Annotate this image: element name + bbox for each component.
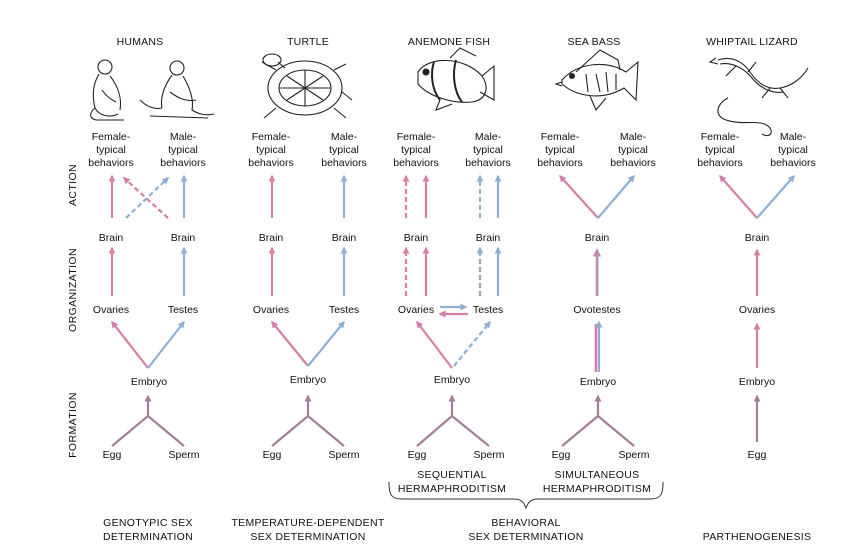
arrow-48 — [719, 174, 758, 219]
stage-label-organization: ORGANIZATION — [67, 248, 79, 332]
ovaries-label-turtle: Ovaries — [253, 304, 289, 316]
egg-label-turtle: Egg — [263, 449, 282, 461]
sperm-label-humans: Sperm — [169, 449, 200, 461]
category-parthenogenesis: PARTHENOGENESIS — [703, 531, 812, 543]
testes-label-anemone: Testes — [473, 304, 503, 316]
ovaries-label-anemone: Ovaries — [398, 304, 434, 316]
species-header-whiptail-lizard: WHIPTAIL LIZARD — [706, 36, 798, 48]
gonad-labels: Ovaries Testes Ovaries Testes Ovaries Te… — [93, 304, 775, 316]
arrow-37 — [597, 415, 635, 447]
species-header-anemone-fish: ANEMONE FISH — [408, 36, 490, 48]
egg-label-humans: Egg — [103, 449, 122, 461]
embryo-labels: Embryo Embryo Embryo Embryo Embryo — [131, 374, 775, 388]
egg-label-sea-bass: Egg — [552, 449, 571, 461]
gamete-labels: Egg Sperm Egg Sperm Egg Sperm Egg Sperm … — [103, 449, 767, 461]
brain-label-turtle-male: Brain — [332, 232, 357, 244]
brain-label-whiptail: Brain — [745, 232, 770, 244]
brain-label-anemone-female: Brain — [404, 232, 429, 244]
species-header-humans: HUMANS — [117, 36, 164, 48]
arrow-43 — [559, 174, 599, 219]
egg-label-whiptail: Egg — [748, 449, 767, 461]
arrow-22 — [451, 415, 490, 447]
arrow-16 — [307, 320, 345, 367]
sea-bass-illustration — [554, 49, 639, 112]
arrow-24 — [416, 320, 453, 369]
arrow-49 — [756, 174, 795, 219]
brain-label-anemone-male: Brain — [476, 232, 501, 244]
arrow-44 — [597, 174, 635, 219]
brain-labels: Brain Brain Brain Brain Brain Brain Brai… — [99, 232, 770, 244]
embryo-label-turtle: Embryo — [290, 374, 326, 386]
stage-label-formation: FORMATION — [67, 392, 79, 458]
turtle-illustration — [261, 53, 353, 119]
arrow-1 — [111, 415, 149, 447]
species-header-turtle: TURTLE — [287, 36, 329, 48]
ovaries-label-humans: Ovaries — [93, 304, 129, 316]
arrow-layer — [108, 174, 795, 447]
stage-label-action: ACTION — [67, 164, 79, 206]
arrow-36 — [561, 415, 599, 447]
whiptail-lizard-illustration — [708, 57, 809, 137]
embryo-label-humans: Embryo — [131, 376, 167, 388]
arrow-13 — [307, 415, 345, 447]
ovaries-label-whiptail: Ovaries — [739, 304, 775, 316]
testes-label-humans: Testes — [168, 304, 198, 316]
embryo-label-anemone: Embryo — [434, 374, 470, 386]
species-header-sea-bass: SEA BASS — [568, 36, 621, 48]
sperm-label-sea-bass: Sperm — [619, 449, 650, 461]
arrow-2 — [147, 415, 185, 447]
sperm-label-anemone: Sperm — [474, 449, 505, 461]
arrow-11 — [122, 177, 169, 219]
brain-label-sea-bass: Brain — [585, 232, 610, 244]
arrow-12 — [271, 415, 309, 447]
anemone-fish-illustration — [417, 47, 495, 111]
humans-illustration — [90, 59, 215, 121]
arrow-21 — [416, 415, 453, 447]
embryo-label-sea-bass: Embryo — [580, 376, 616, 388]
arrow-25 — [453, 320, 491, 367]
testes-label-turtle: Testes — [329, 304, 359, 316]
sperm-label-turtle: Sperm — [329, 449, 360, 461]
arrow-5 — [147, 320, 185, 369]
hermaphroditism-brace — [388, 481, 664, 510]
egg-label-anemone: Egg — [408, 449, 427, 461]
arrow-15 — [271, 320, 309, 367]
brain-label-turtle-female: Brain — [259, 232, 284, 244]
ovotestes-label-sea-bass: Ovotestes — [573, 304, 620, 316]
brain-label-humans-male: Brain — [171, 232, 196, 244]
arrow-4 — [111, 320, 149, 369]
brain-label-humans-female: Brain — [99, 232, 124, 244]
embryo-label-whiptail: Embryo — [739, 376, 775, 388]
